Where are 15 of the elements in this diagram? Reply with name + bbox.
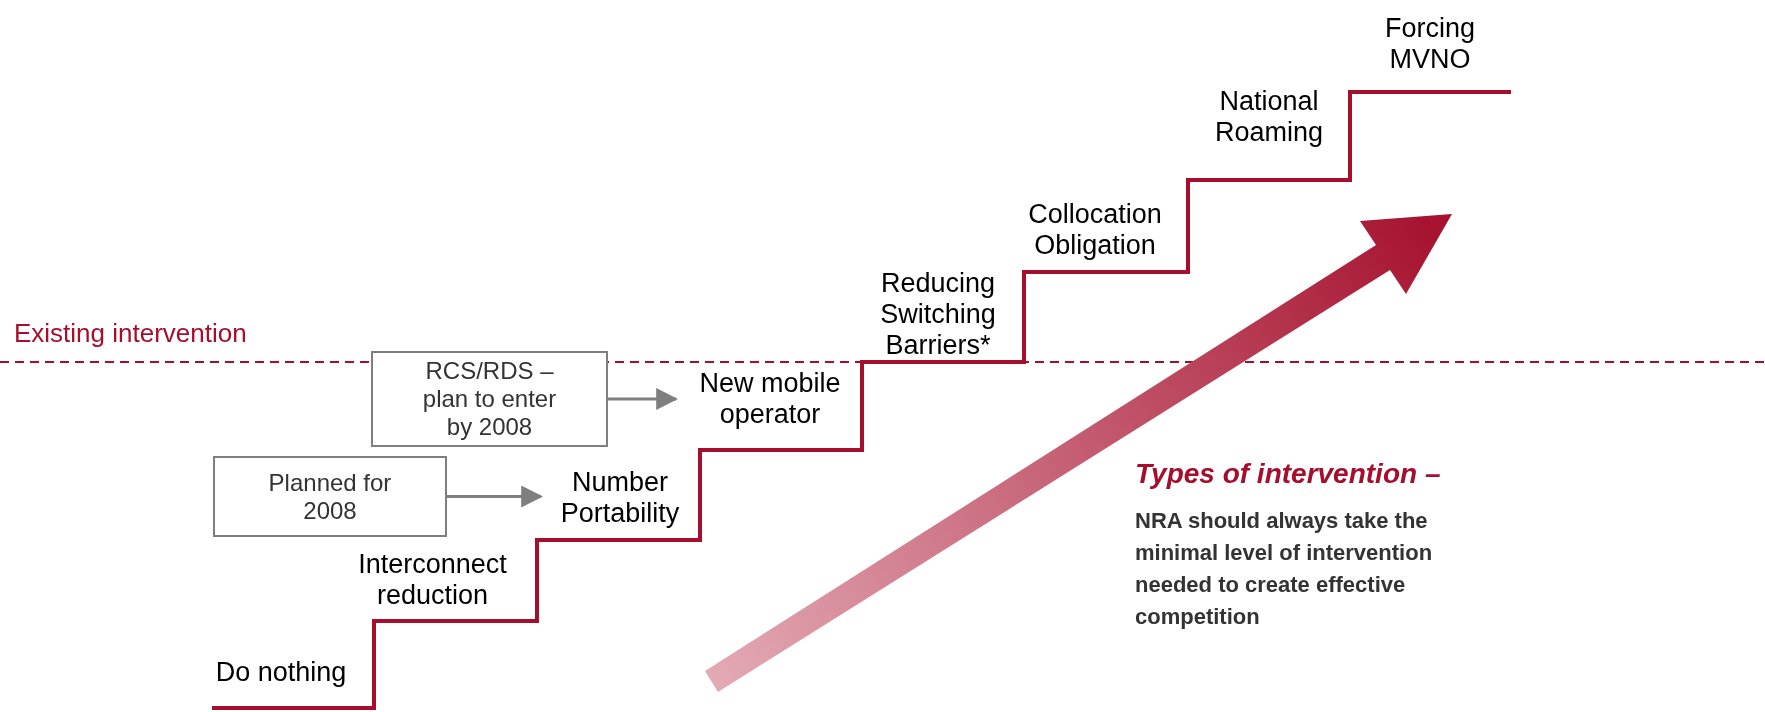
step-label: Number Portability xyxy=(545,467,695,529)
step-label: Reducing Switching Barriers* xyxy=(879,268,997,361)
step-label: New mobile operator xyxy=(680,368,860,430)
note-box: Planned for 2008 xyxy=(213,456,447,537)
heading: Types of intervention – xyxy=(1135,458,1442,489)
step-label: National Roaming xyxy=(1213,86,1325,148)
arrow xyxy=(608,388,679,410)
note-text: NRA should always take the minimal level of intervention needed to create effective competition xyxy=(1135,507,1434,631)
step-label: Collocation Obligation xyxy=(1027,199,1163,261)
note-box: RCS/RDS – plan to enter by 2008 xyxy=(371,351,608,447)
step-label: Forcing MVNO xyxy=(1384,13,1476,75)
step-label: Interconnect reduction xyxy=(357,549,508,611)
arrow xyxy=(447,485,544,508)
section-label: Existing intervention xyxy=(14,318,248,349)
step-label: Do nothing xyxy=(214,657,348,688)
